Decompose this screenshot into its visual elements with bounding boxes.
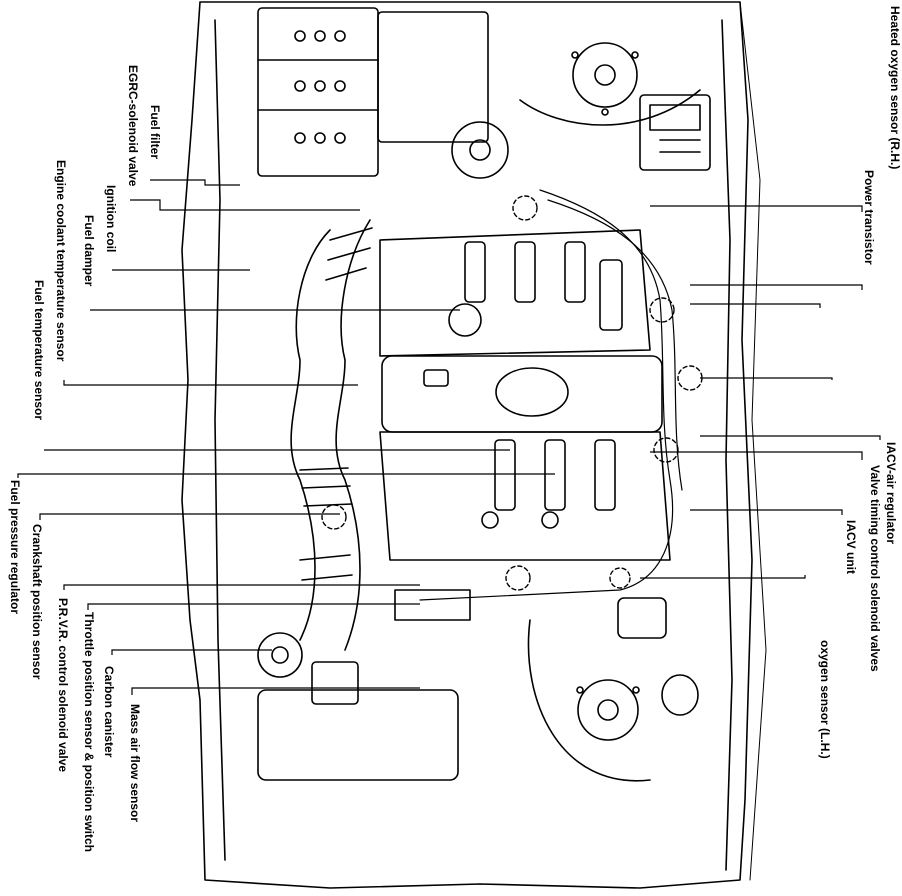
carbon-canister-body (617, 597, 699, 716)
cylinder-head-upper (379, 229, 651, 357)
location-markers (321, 195, 703, 591)
air-intake-duct (290, 219, 373, 651)
inner-fender-left (214, 19, 226, 861)
label-fuel-pressure-regulator: Fuel pressure regulator (8, 480, 22, 615)
label-valve-timing-control-solenoid-valves: Valve timing control solenoid valves (868, 465, 882, 672)
label-carbon-canister: Carbon canister (102, 666, 116, 758)
intake-plenum (381, 355, 663, 433)
label-crankshaft-position-sensor: Crankshaft position sensor (30, 524, 44, 680)
label-fuel-filter: Fuel filter (148, 105, 162, 160)
label-engine-coolant-temperature-sensor: Engine coolant temperature sensor (54, 160, 68, 362)
label-throttle-position-sensor: Throttle position sensor & position swit… (82, 612, 96, 853)
label-iacv-unit: IACV unit (844, 520, 858, 574)
label-egrc-solenoid-valve: EGRC-solenoid valve (126, 65, 140, 187)
label-fuel-temperature-sensor: Fuel temperature sensor (32, 280, 46, 421)
label-prvr-control-solenoid-valve: P.R.V.R. control solenoid valve (56, 598, 70, 773)
battery (257, 7, 489, 177)
wiring-harness (419, 189, 674, 601)
label-power-transistor: Power transistor (862, 170, 876, 265)
label-oxygen-sensor-lh: oxygen sensor (L.H.) (818, 640, 832, 759)
engine-bay-outline (181, 1, 753, 889)
label-ignition-coil: Ignition coil (104, 185, 118, 253)
label-iacv-air-regulator: IACV-air regulator (884, 442, 898, 545)
inner-fender-right (721, 19, 733, 871)
leader-lines (17, 179, 881, 695)
strut-tower-left (527, 619, 651, 782)
label-mass-air-flow-sensor: Mass air flow sensor (128, 704, 142, 823)
power-transistor-block (639, 94, 711, 171)
label-heated-oxygen-sensor-rh: Heated oxygen sensor (R.H.) (888, 6, 902, 170)
strut-tower-right (519, 42, 701, 126)
throttle-body (257, 589, 471, 781)
cylinder-head-lower (379, 431, 671, 561)
label-fuel-damper: Fuel damper (82, 215, 96, 287)
